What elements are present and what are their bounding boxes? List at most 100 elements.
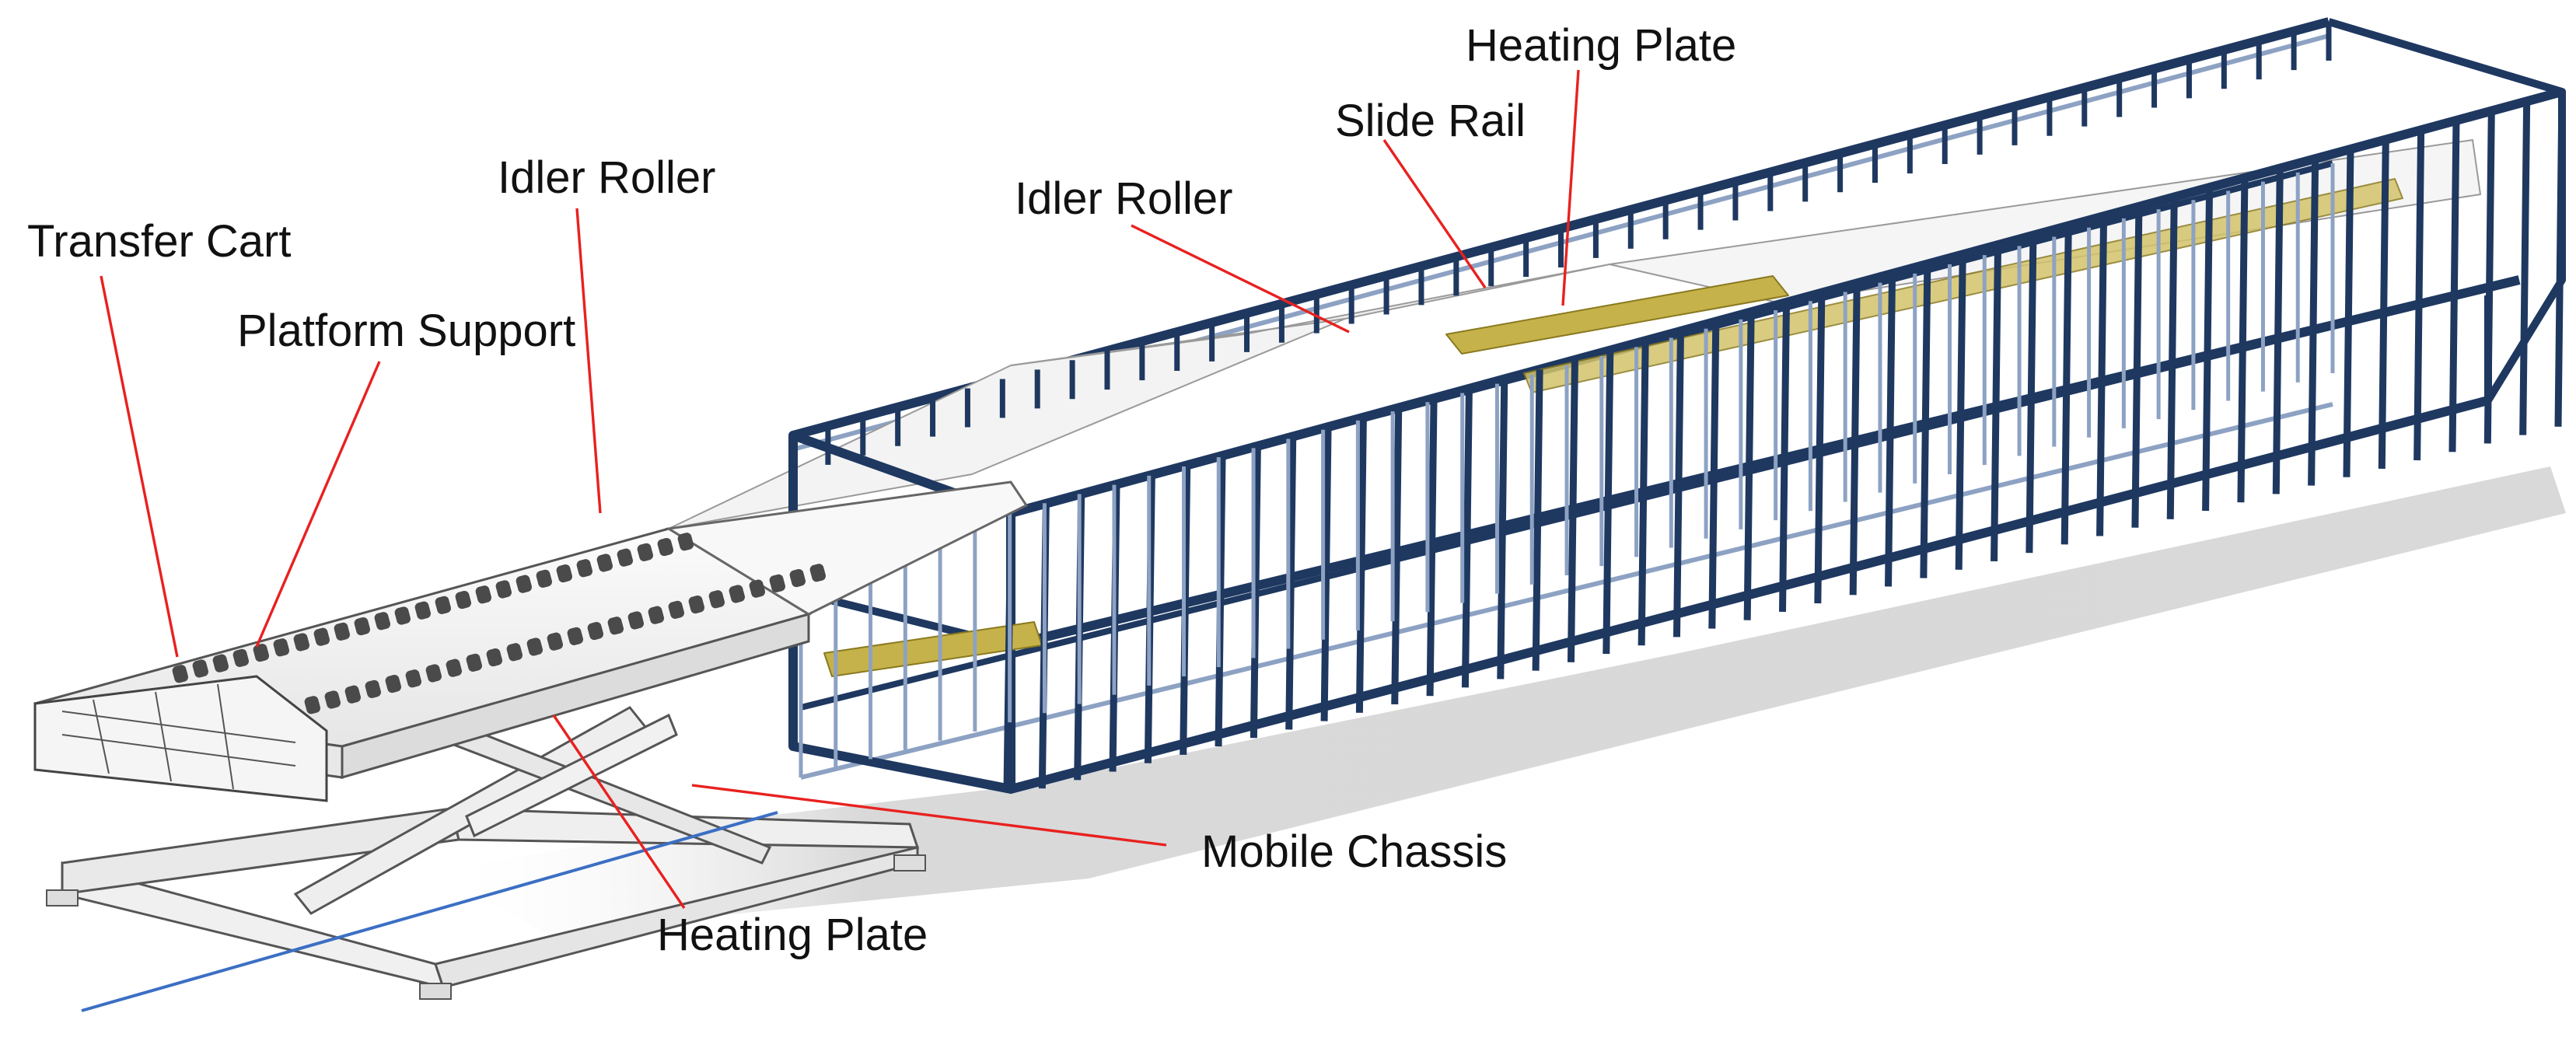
idler-roller [212, 654, 229, 672]
idler-roller [567, 627, 584, 645]
rack-front-post [2131, 206, 2143, 528]
rack-front-post [1250, 445, 1261, 739]
idler-roller [475, 585, 492, 604]
idler-roller [637, 543, 654, 561]
rack-front-post [1779, 302, 1790, 612]
rack-front-post [2202, 187, 2214, 512]
idler-roller [344, 685, 362, 704]
idler-roller [809, 564, 827, 582]
slide-rail-top [1445, 275, 1789, 355]
rack-front-post [1638, 341, 1649, 646]
rack-front-post [2060, 225, 2072, 545]
idler-roller [648, 606, 665, 624]
idler-roller [587, 621, 604, 641]
idler-roller [253, 643, 270, 662]
callout-labels: Heating Plate Slide Rail Idler Roller Id… [27, 20, 1736, 960]
rack-front-post [1849, 283, 1861, 596]
idler-roller [374, 612, 391, 631]
idler-roller [677, 533, 694, 551]
idler-roller [607, 617, 624, 635]
rack-front-post [2166, 197, 2178, 519]
platform-support-grid [61, 683, 296, 790]
idler-roller [334, 622, 351, 641]
idler-roller [749, 579, 766, 598]
rack-front-post [2519, 101, 2531, 435]
leader-lines [100, 69, 1580, 909]
idler-roller [232, 648, 250, 667]
idler-roller [192, 659, 209, 678]
label-heating-plate-top: Heating Plate [1466, 20, 1736, 71]
rack-front-post [2378, 139, 2389, 469]
idler-roller [273, 638, 290, 657]
rack-front-post [1532, 369, 1543, 671]
label-mobile-chassis: Mobile Chassis [1201, 826, 1507, 877]
label-heating-plate-bottom: Heating Plate [657, 910, 928, 960]
idler-roller [435, 596, 452, 614]
idler-roller [324, 690, 341, 709]
rack-front-post [1497, 379, 1508, 679]
idler-roller [547, 632, 564, 651]
rack-front-post [2554, 91, 2566, 427]
guide-line [81, 811, 778, 1012]
idler-roller [596, 554, 613, 572]
idler-roller [789, 568, 806, 588]
scissor-arm-3 [465, 713, 678, 838]
idler-roller [293, 633, 310, 651]
idler-roller [425, 664, 442, 683]
mobile-chassis-left-side [61, 807, 460, 896]
idler-roller [365, 679, 382, 698]
rack-front-post [1461, 388, 1473, 688]
idler-roller [354, 617, 371, 636]
chassis-foot-3 [893, 854, 926, 872]
rack-front-post [2096, 216, 2108, 536]
rack-front-post [2343, 148, 2354, 477]
rack-front-post [1708, 321, 1720, 629]
idler-roller [556, 564, 573, 583]
label-transfer-cart: Transfer Cart [27, 216, 291, 267]
idler-roller [516, 575, 533, 593]
rack-front-post [1320, 427, 1332, 721]
rack-front-post [1391, 407, 1403, 705]
leader-slide-rail [1382, 139, 1487, 288]
floor-shadow [435, 466, 2566, 933]
transfer-cart [33, 480, 1029, 1000]
leader-idler-roller-mid [1131, 224, 1350, 334]
chassis-foot-1 [46, 889, 79, 907]
rack-front-post [1285, 436, 1297, 730]
idler-roller [668, 600, 685, 619]
rack-front-post [1955, 254, 1966, 570]
idler-roller [385, 674, 402, 693]
idler-roller [708, 590, 725, 609]
idler-roller [729, 585, 746, 603]
idler-roller [414, 601, 432, 620]
idler-roller [657, 537, 674, 557]
rack-front-post [2413, 130, 2425, 461]
idler-roller [455, 590, 472, 610]
rack-front-post [1920, 264, 1931, 578]
leader-platform-support [255, 361, 381, 648]
label-slide-rail: Slide Rail [1335, 96, 1526, 146]
leader-heating-plate-bottom [552, 714, 686, 909]
idler-roller [394, 606, 411, 625]
rack-front-post [1743, 312, 1755, 620]
rack-front-post [1603, 350, 1614, 655]
rack-front-post [1672, 330, 1684, 638]
idler-roller [466, 653, 483, 672]
idler-roller [526, 638, 544, 656]
leader-transfer-cart [100, 275, 179, 658]
idler-roller [688, 595, 705, 614]
top-plate-mid [1010, 264, 1610, 366]
rack-inner-rail-3 [800, 402, 2333, 780]
rack-front-post [1567, 359, 1578, 662]
rack-front-post [1885, 273, 1896, 587]
label-idler-roller-mid: Idler Roller [1015, 173, 1232, 224]
idler-roller [576, 559, 593, 578]
rack-front-post [2448, 120, 2460, 452]
rack-front-post [2308, 159, 2319, 486]
idler-roller [495, 580, 512, 599]
label-platform-support: Platform Support [237, 306, 575, 356]
leader-idler-roller-left [575, 208, 602, 514]
idler-roller [486, 648, 503, 667]
idler-roller [536, 569, 553, 588]
